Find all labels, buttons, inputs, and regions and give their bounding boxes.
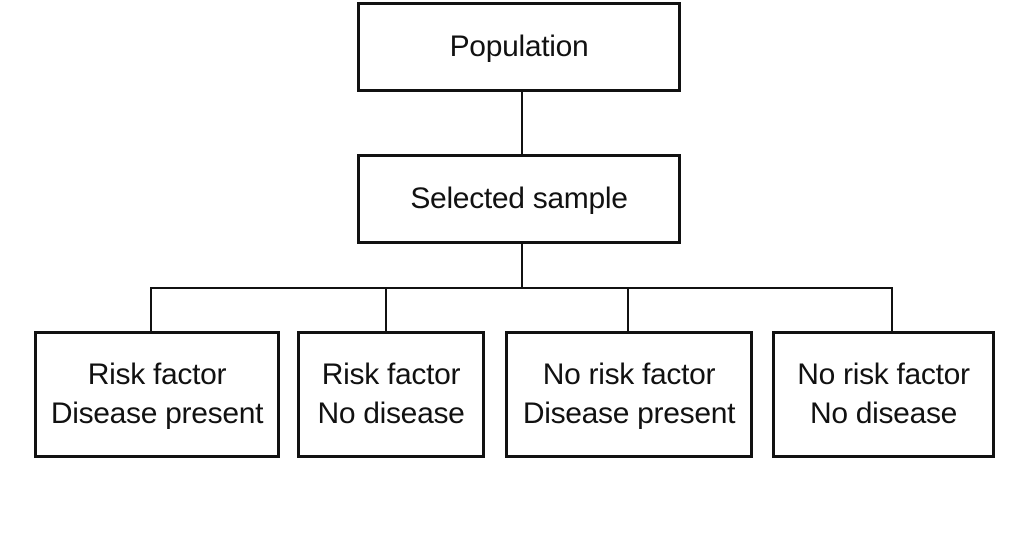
connector-branch-2	[385, 287, 387, 332]
connector-branch-1	[150, 287, 152, 332]
group-label-line1: Risk factor	[87, 358, 227, 392]
connector-branch-4	[891, 287, 893, 332]
group-label-line2: No disease	[809, 396, 958, 430]
connector-sample-branch	[521, 242, 523, 288]
connector-branch-3	[627, 287, 629, 332]
group-box-no-risk-disease: No risk factor Disease present	[505, 331, 753, 458]
group-label-line1: No risk factor	[797, 358, 970, 392]
group-box-no-risk-no-disease: No risk factor No disease	[772, 331, 995, 458]
connector-population-sample	[521, 90, 523, 154]
selected-sample-label: Selected sample	[410, 181, 628, 215]
group-label-line2: No disease	[317, 396, 465, 430]
selected-sample-box: Selected sample	[357, 154, 681, 244]
group-label-line2: Disease present	[522, 396, 736, 430]
group-label-line2: Disease present	[50, 396, 264, 430]
group-label-line1: Risk factor	[321, 358, 461, 392]
group-box-risk-disease: Risk factor Disease present	[34, 331, 280, 458]
group-box-risk-no-disease: Risk factor No disease	[297, 331, 485, 458]
connector-branch-bar	[150, 287, 893, 289]
group-label-line1: No risk factor	[542, 358, 716, 392]
population-label: Population	[449, 29, 589, 63]
population-box: Population	[357, 2, 681, 92]
